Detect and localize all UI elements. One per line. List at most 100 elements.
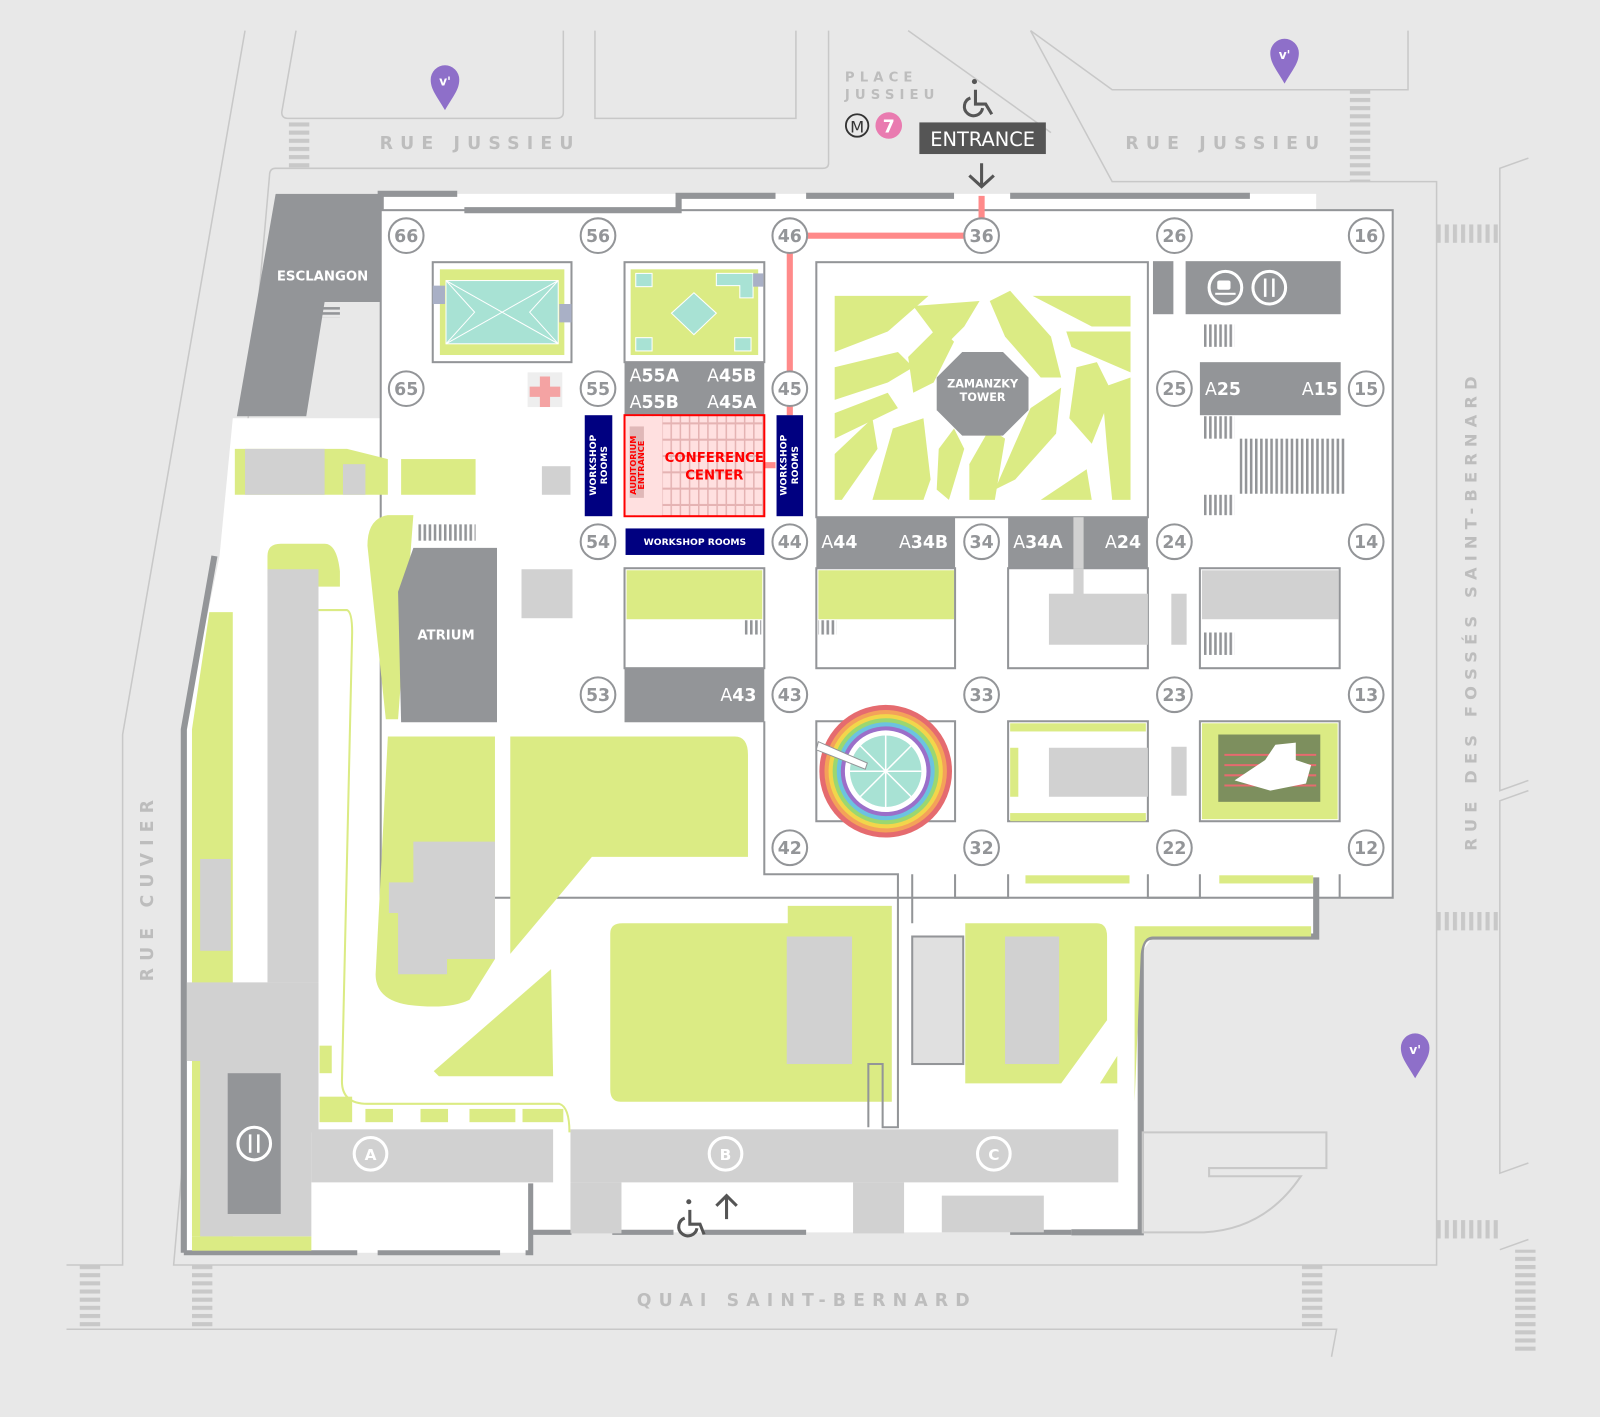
tower-number: 12 (1354, 839, 1378, 859)
restaurant-icon[interactable] (236, 1125, 273, 1162)
tower-circle (1347, 829, 1385, 867)
entrance-label: ENTRANCE (930, 128, 1035, 151)
wheelchair-icon (677, 1199, 706, 1238)
conference-center[interactable]: CONFERENCE CENTER AUDITORIUM ENTRANCE (623, 414, 766, 518)
tower-number: 16 (1354, 227, 1378, 247)
esclangon-building (236, 193, 381, 417)
metro-station[interactable]: M 7 (844, 112, 903, 139)
tower-circle (963, 217, 1000, 255)
tower-marker[interactable]: 32 (963, 829, 1000, 867)
tower-number: 32 (970, 839, 994, 859)
tower-circle (579, 523, 617, 561)
stairs (1201, 494, 1235, 516)
arrow-down-icon (968, 163, 995, 189)
tower-marker[interactable]: 14 (1347, 523, 1385, 561)
svg-text:v': v' (1409, 1043, 1421, 1057)
tower-number: 56 (586, 227, 610, 247)
conference-title: CONFERENCE (665, 451, 764, 466)
stairs (416, 524, 476, 541)
tower-marker[interactable]: 43 (771, 676, 809, 714)
workshop-rooms-bottom[interactable]: WORKSHOP ROOMS (625, 528, 765, 555)
tower-marker[interactable]: 45 (771, 370, 809, 408)
street-rue-jussieu: RUE JUSSIEU (380, 134, 581, 154)
zamansky-label: ZAMANZKY (947, 378, 1019, 391)
tower-number: 44 (778, 533, 802, 553)
entrance-route (764, 195, 985, 469)
access-c[interactable]: C (975, 1135, 1012, 1172)
tower-number: 14 (1354, 533, 1378, 553)
restaurant-icon[interactable] (1251, 269, 1288, 306)
tower-number: 25 (1162, 380, 1186, 400)
svg-text:A25: A25 (1205, 380, 1241, 400)
crosswalks (79, 89, 1536, 1352)
tower-number: 13 (1354, 686, 1378, 706)
tower-circle (771, 217, 809, 255)
cafe-icon[interactable] (1207, 269, 1244, 306)
conference-title-2: CENTER (685, 468, 743, 483)
auditorium-entrance-label: AUDITORIUM (628, 436, 638, 495)
tower-number: 33 (970, 686, 994, 706)
tower-marker[interactable]: 56 (579, 217, 617, 255)
tower-marker[interactable]: 54 (579, 523, 617, 561)
patio-contents (432, 269, 1339, 838)
tower-circle (963, 523, 1000, 561)
tower-number: 24 (1162, 533, 1186, 553)
entrance-sign[interactable]: ENTRANCE (919, 122, 1046, 155)
tower-marker[interactable]: 36 (963, 217, 1000, 255)
tower-marker[interactable]: 16 (1347, 217, 1385, 255)
tower-circle (579, 217, 617, 255)
tower-number: 54 (586, 533, 610, 553)
svg-text:A: A (365, 1146, 377, 1164)
velib-station-icon[interactable]: v' (1270, 38, 1299, 84)
tower-marker[interactable]: 15 (1347, 370, 1385, 408)
svg-text:A55B: A55B (630, 393, 679, 413)
tower-marker[interactable]: 46 (771, 217, 809, 255)
velib-station-icon[interactable]: v' (1400, 1033, 1430, 1079)
tower-marker[interactable]: 26 (1156, 217, 1193, 255)
tower-circle (963, 829, 1000, 867)
tower-circle (771, 676, 809, 714)
tower-circle (579, 676, 617, 714)
tower-marker[interactable]: 13 (1347, 676, 1385, 714)
tower-marker[interactable]: 12 (1347, 829, 1385, 867)
tower-number: 65 (394, 380, 418, 400)
tower-marker[interactable]: 22 (1156, 829, 1193, 867)
tower-marker[interactable]: 24 (1156, 523, 1193, 561)
svg-text:A24: A24 (1105, 533, 1141, 553)
workshop-label: ROOMS (790, 446, 801, 484)
tower-marker[interactable]: 42 (771, 829, 809, 867)
svg-text:7: 7 (883, 118, 895, 138)
tower-circle (771, 523, 809, 561)
tower-marker[interactable]: 33 (963, 676, 1000, 714)
access-b[interactable]: B (707, 1135, 744, 1172)
tower-marker[interactable]: 44 (771, 523, 809, 561)
arrow-up-icon (715, 1193, 738, 1220)
tower-circle (387, 370, 425, 408)
svg-text:A43: A43 (720, 686, 756, 706)
tower-marker[interactable]: 65 (387, 370, 425, 408)
workshop-rooms-right[interactable]: WORKSHOP ROOMS (776, 415, 804, 517)
velib-station-icon[interactable]: v' (430, 65, 460, 111)
tower-number: 36 (970, 227, 994, 247)
workshop-rooms-left[interactable]: WORKSHOP ROOMS (584, 415, 613, 517)
stairs (1201, 632, 1235, 655)
tower-circle (1156, 523, 1193, 561)
tower-marker[interactable]: 55 (579, 370, 617, 408)
access-a[interactable]: A (352, 1135, 389, 1172)
tower-marker[interactable]: 25 (1156, 370, 1193, 408)
tower-circle (1347, 523, 1385, 561)
workshop-label: WORKSHOP (779, 434, 790, 495)
tower-marker[interactable]: 23 (1156, 676, 1193, 714)
tower-marker[interactable]: 53 (579, 676, 617, 714)
workshop-label: WORKSHOP (588, 434, 599, 495)
tower-circle (1347, 676, 1385, 714)
atrium-building (398, 547, 498, 723)
room-labels: A55A A45B A55B A45A A25 A15 A44 A34B A34… (630, 367, 1338, 706)
svg-text:A55A: A55A (630, 367, 680, 387)
tower-number: 46 (778, 227, 802, 247)
tower-marker[interactable]: 34 (963, 523, 1000, 561)
tower-number: 15 (1354, 380, 1378, 400)
tower-marker[interactable]: 66 (387, 217, 425, 255)
stairs (321, 305, 340, 318)
